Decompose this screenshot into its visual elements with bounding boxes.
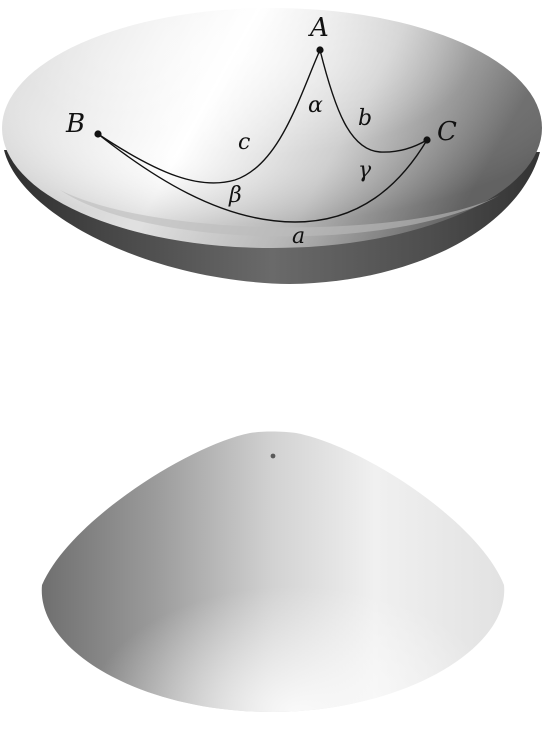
- geodesic-side-b: [319, 49, 428, 153]
- bowl-surface: [2, 8, 542, 284]
- side-label-c: c: [238, 130, 250, 155]
- cone-surface: [41, 431, 505, 712]
- vertex-point-C: [423, 136, 431, 144]
- angle-label-beta: β: [228, 183, 242, 208]
- angle-label-gamma: γ: [358, 158, 372, 183]
- vertex-label-C: C: [437, 117, 457, 147]
- geodesic-side-c: [97, 49, 321, 184]
- cone-apex-mark: [270, 453, 276, 459]
- vertex-label-A: A: [308, 13, 329, 43]
- angle-label-alpha: α: [308, 93, 323, 118]
- vertex-point-A: [316, 46, 324, 54]
- geodesic-triangle: [94, 46, 431, 223]
- geodesic-side-a: [97, 133, 428, 223]
- side-label-b: b: [358, 106, 372, 131]
- vertex-point-B: [94, 130, 102, 138]
- side-label-a: a: [292, 224, 305, 249]
- vertex-label-B: B: [65, 109, 85, 139]
